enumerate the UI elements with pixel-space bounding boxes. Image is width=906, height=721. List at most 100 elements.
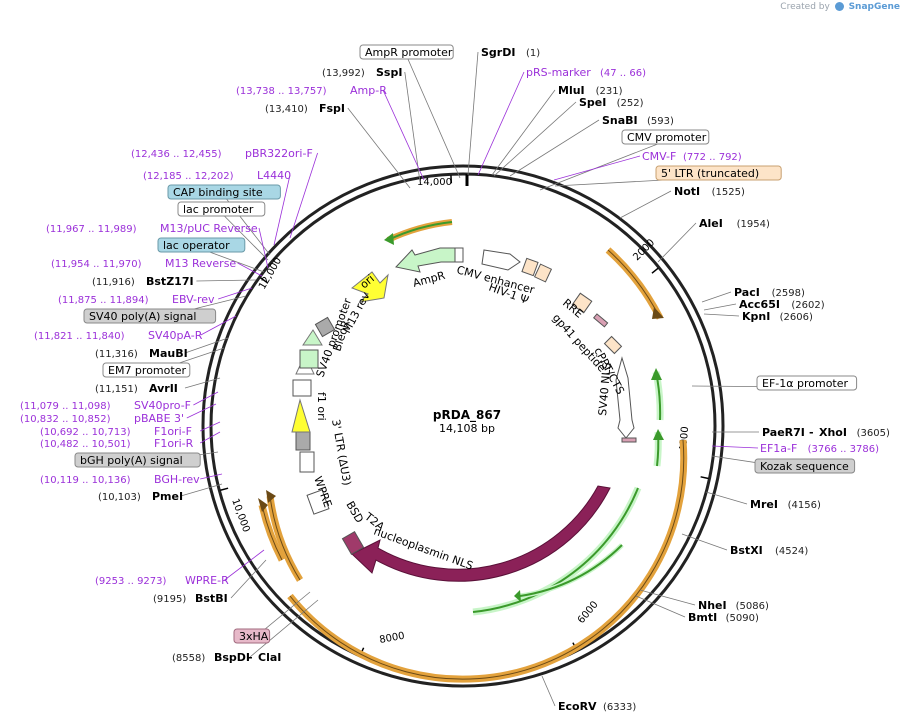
- credit-brand: SnapGene: [848, 2, 900, 12]
- site-name: NheI: [698, 599, 727, 612]
- primer-position: (10,482 .. 10,501): [40, 439, 131, 450]
- site-name: BmtI: [688, 611, 717, 624]
- feature-box-text: lac operator: [163, 239, 230, 252]
- outer-label-wpre-r: (9253 .. 9273)WPRE-R: [95, 574, 229, 587]
- outer-label-cap-binding-site: CAP binding site: [167, 184, 281, 200]
- ori-feature: [351, 271, 389, 303]
- site-name: XhoI: [819, 426, 847, 439]
- feature-box: [177, 201, 266, 217]
- outer-label-paer7i: PaeR7I: [762, 426, 805, 439]
- site-position: (11,151): [95, 384, 138, 395]
- plasmid-length: 14,108 bp: [439, 422, 495, 435]
- site-position: (4524): [775, 546, 808, 557]
- orf-arcs: [258, 219, 688, 683]
- primer-name: pRS-marker: [526, 66, 591, 79]
- outer-label-kozak-sequence: Kozak sequence: [754, 458, 856, 474]
- feature-box: [359, 44, 454, 60]
- plasmid-name: pRDA_867: [433, 408, 501, 423]
- primer-name: WPRE-R: [185, 574, 229, 587]
- site-position: (6333): [603, 702, 636, 713]
- outer-label-sv40-poly-a-signal: SV40 poly(A) signal: [83, 308, 217, 324]
- tick-mark: [700, 476, 709, 480]
- outer-label-5-ltr-truncated: 5' LTR (truncated): [655, 165, 782, 181]
- site-name: BstXI: [730, 544, 763, 557]
- site-name: MluI: [558, 84, 585, 97]
- outer-label-avrii: (11,151)AvrII: [95, 382, 178, 395]
- outer-label-xhoi: -XhoI(3605): [809, 426, 890, 439]
- feature-box-text: Kozak sequence: [760, 460, 849, 473]
- outer-label-prs-marker: pRS-marker (47 .. 66): [526, 66, 646, 79]
- primer-name: L4440: [257, 169, 291, 182]
- primer-position: (12,185 .. 12,202): [143, 171, 234, 182]
- outer-label-pbr322ori-f: (12,436 .. 12,455)pBR322ori-F: [131, 147, 313, 160]
- primer-name: BGH-rev: [154, 473, 200, 486]
- outer-label-cmv-promoter: CMV promoter: [621, 129, 710, 145]
- feature-box-text: 5' LTR (truncated): [661, 167, 759, 180]
- feature-box: [74, 452, 201, 468]
- outer-label-lac-operator: lac operator: [157, 237, 246, 253]
- primer-name: M13/pUC Reverse: [160, 222, 258, 235]
- feature-box: [756, 375, 858, 391]
- site-position: (3605): [857, 428, 890, 439]
- feature-box: [102, 362, 191, 378]
- outer-label-amp-r: (13,738 .. 13,757)Amp-R: [236, 84, 387, 97]
- feature-box: [754, 458, 856, 474]
- outer-label-bmti: BmtI(5090): [688, 611, 759, 624]
- outer-label-paci: PacI(2598): [734, 286, 805, 299]
- feature-box-text: 3xHA: [239, 630, 269, 643]
- outer-label-spei: SpeI(252): [579, 96, 644, 109]
- outer-label-ebv-rev: (11,875 .. 11,894)EBV-rev: [58, 293, 215, 306]
- left-inner-features: [291, 316, 365, 555]
- site-position: (11,316): [95, 349, 138, 360]
- site-name: FspI: [319, 102, 345, 115]
- outer-label-bstz17i: (11,916)BstZ17I: [92, 275, 194, 288]
- outer-label-mrei: MreI(4156): [750, 498, 821, 511]
- outer-label-clai: -ClaI: [248, 651, 281, 664]
- site-name: SspI: [376, 66, 402, 79]
- feature-box-text: lac promoter: [183, 203, 254, 216]
- outer-label-f1ori-r: (10,482 .. 10,501) F1ori-R: [40, 437, 194, 450]
- feature-box: [233, 628, 271, 644]
- primer-position: (47 .. 66): [600, 68, 646, 79]
- snapgene-logo-icon: [834, 2, 844, 11]
- site-name: ClaI: [258, 651, 281, 664]
- tick-mark: [651, 267, 659, 274]
- primer-name: F1ori-R: [154, 437, 194, 450]
- primer-name: pBR322ori-F: [245, 147, 313, 160]
- tick-mark: [260, 277, 268, 284]
- outer-label-maubi: (11,316) MauBI: [95, 347, 188, 360]
- feature-box-text: SV40 poly(A) signal: [89, 310, 196, 323]
- tick-mark: [220, 487, 229, 491]
- site-position: (2602): [791, 300, 824, 311]
- outer-label-3xha: 3xHA: [233, 628, 271, 644]
- primer-name: EF1a-F: [760, 442, 797, 455]
- outer-label-bgh-rev: (10,119 .. 10,136)BGH-rev: [40, 473, 200, 486]
- outer-label-nhei: NheI (5086): [698, 599, 769, 612]
- primer-position: (10,692 .. 10,713): [40, 427, 131, 438]
- site-position: (1954): [737, 219, 770, 230]
- site-name: SnaBI: [602, 114, 638, 127]
- ampr-feature: [395, 247, 464, 273]
- primer-position: (11,967 .. 11,989): [46, 224, 137, 235]
- outer-label-alei: AleI(1954): [699, 217, 770, 230]
- site-name: PaeR7I: [762, 426, 805, 439]
- site-name: NotI: [674, 185, 700, 198]
- feature-box-text: bGH poly(A) signal: [80, 454, 183, 467]
- primer-position: (3766 .. 3786): [808, 444, 880, 455]
- outer-label-em7-promoter: EM7 promoter: [102, 362, 191, 378]
- f1-ori-label: f1 ori: [315, 392, 328, 421]
- site-position: (5086): [736, 601, 769, 612]
- site-position: (231): [596, 86, 623, 97]
- outer-label-sspi: (13,992)SspI: [322, 66, 402, 79]
- site-name: BstBI: [195, 592, 228, 605]
- primer-name: SV40pro-F: [134, 399, 191, 412]
- primer-position: (11,954 .. 11,970): [51, 259, 142, 270]
- site-position: (9195): [153, 594, 186, 605]
- primer-name: SV40pA-R: [148, 329, 203, 342]
- site-name: PacI: [734, 286, 760, 299]
- cmv-hiv-features: [481, 249, 637, 443]
- site-name: Acc65I: [739, 298, 780, 311]
- site-name: MauBI: [149, 347, 188, 360]
- outer-label-m13-puc-reverse: (11,967 .. 11,989) M13/pUC Reverse: [46, 222, 258, 235]
